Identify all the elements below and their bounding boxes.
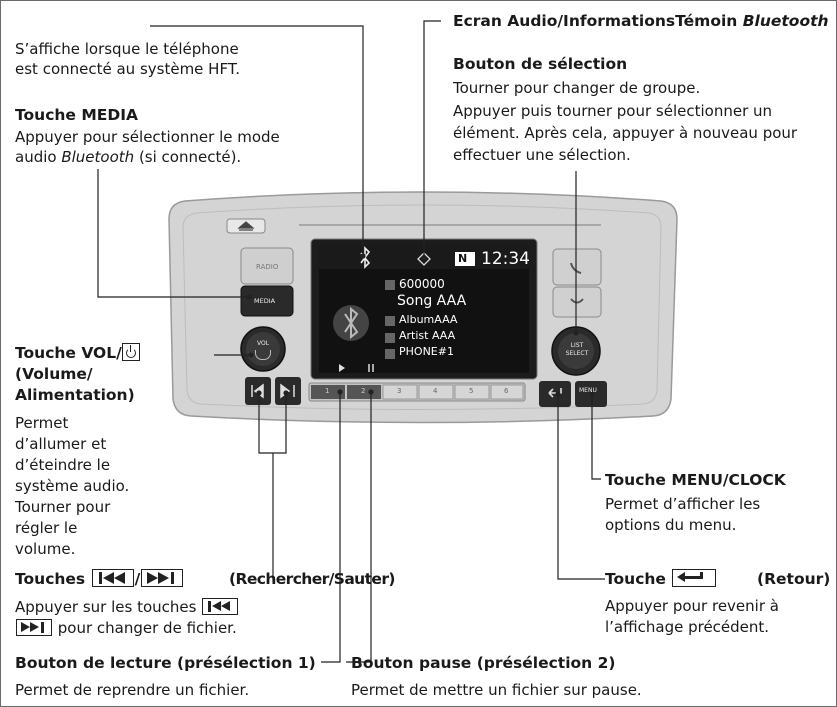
- bt-indicator-desc-2: est connecté au système HFT.: [15, 60, 240, 78]
- preset-4-shape: [418, 384, 454, 400]
- back-title-post: (Retour): [757, 570, 831, 588]
- preset-6-shape: [490, 384, 524, 400]
- leader-bt-indicator: [150, 25, 364, 256]
- screen-phone: PHONE#1: [399, 345, 454, 358]
- back-title: Touche: [605, 569, 717, 589]
- menu-title: Touche MENU/CLOCK: [605, 471, 786, 489]
- bt-indicator-desc-1: S’affiche lorsque le téléphone: [15, 40, 239, 58]
- back-desc-1: Appuyer pour revenir à: [605, 597, 779, 615]
- preset2-desc: Permet de mettre un fichier sur pause.: [351, 681, 642, 699]
- screen-album: AlbumAAA: [399, 313, 458, 326]
- preset1-desc: Permet de reprendre un fichier.: [15, 681, 250, 699]
- leader-preset1: [321, 392, 341, 663]
- menu-desc-2: options du menu.: [605, 516, 737, 534]
- screen-artist: Artist AAA: [399, 329, 456, 342]
- vol-knob-label: VOL: [257, 340, 270, 347]
- selector-desc-4: effectuer une sélection.: [453, 146, 631, 164]
- preset-3-label: 3: [397, 387, 402, 395]
- power-icon: [125, 348, 136, 358]
- media-title: Touche MEDIA: [15, 106, 138, 124]
- media-button-label: MEDIA: [254, 297, 276, 305]
- vol-desc-3: d’éteindre le: [15, 456, 111, 474]
- vol-title-3: Alimentation): [15, 386, 135, 404]
- phone-button: [552, 248, 602, 286]
- seek-forward-title-icon: [141, 569, 184, 587]
- selector-desc-1: Tourner pour changer de groupe.: [453, 79, 701, 97]
- vol-desc-1: Permet: [15, 414, 69, 432]
- vol-desc-2: d’allumer et: [15, 435, 107, 453]
- screen-mode-badge: N: [458, 252, 468, 265]
- preset-3-shape: [382, 384, 418, 400]
- vol-desc-7: volume.: [15, 540, 76, 558]
- preset-5-label: 5: [469, 387, 474, 395]
- seek-back-title-icon: [91, 569, 134, 587]
- vol-desc-4: système audio.: [15, 477, 130, 495]
- leader-back: [557, 394, 605, 580]
- vol-desc-6: régler le: [15, 519, 78, 537]
- bluetooth-icon-large: [344, 306, 359, 340]
- screen-song: Song AAA: [397, 293, 467, 309]
- vol-power-icon: [255, 350, 271, 360]
- back-button-shape: [539, 381, 571, 407]
- play-icon: [339, 364, 345, 372]
- pause-icon-screen: [368, 364, 374, 372]
- vol-title: Touche VOL/: [15, 343, 140, 363]
- leader-media: [97, 169, 249, 298]
- leader-menu: [591, 394, 601, 480]
- leader-screen: [423, 20, 441, 258]
- back-title-icon: [672, 569, 717, 587]
- mode-badge-box: [455, 252, 475, 266]
- radio-button-label: RADIO: [256, 263, 279, 271]
- radio-button: [240, 247, 294, 285]
- hangup-icon: [570, 298, 584, 304]
- preset-1-shape: [311, 385, 345, 399]
- media-desc-2: audio Bluetooth (si connecté).: [15, 148, 242, 166]
- preset-1-label: 1: [325, 387, 330, 395]
- back-arrow-icon: [548, 388, 562, 398]
- unit-bezel-inner: [182, 204, 662, 410]
- seek-desc-2: pour changer de fichier.: [15, 618, 237, 638]
- menu-desc-1: Permet d’afficher les: [605, 495, 761, 513]
- media-button-shape: [240, 285, 294, 317]
- selector-title: Bouton de sélection: [453, 55, 628, 73]
- selector-desc-2: Appuyer puis tourner pour sélectionner u…: [453, 102, 773, 120]
- seek-title: Touches /: [15, 569, 184, 589]
- vol-desc-5: Tourner pour: [15, 498, 111, 516]
- selector-knob-label: LIST SELECT: [565, 342, 589, 357]
- seek-title-post: (Rechercher/Sauter): [229, 570, 395, 588]
- preset-2-label: 2: [361, 387, 366, 395]
- preset-5-shape: [454, 384, 490, 400]
- screen-time: 12:34: [481, 249, 530, 269]
- screen-station: 600000: [399, 277, 445, 291]
- seek-forward-desc-icon: [16, 619, 52, 636]
- media-desc-1: Appuyer pour sélectionner le mode: [15, 128, 280, 146]
- eject-icon: [237, 221, 255, 231]
- vol-title-2: (Volume/: [15, 365, 93, 383]
- seek-back-desc-icon: [202, 598, 239, 615]
- seek-desc-1: Appuyer sur les touches: [15, 597, 239, 617]
- phone-icon: [570, 262, 582, 274]
- signal-icon: [417, 252, 431, 266]
- leader-preset2: [346, 392, 372, 663]
- menu-button-label: MENU: [579, 387, 597, 394]
- power-icon-box: [121, 343, 140, 361]
- back-desc-2: l’affichage précédent.: [605, 618, 770, 636]
- preset-2-shape: [347, 385, 381, 399]
- preset-4-label: 4: [433, 387, 438, 395]
- selector-desc-3: élément. Après cela, appuyer à nouveau p…: [453, 124, 798, 142]
- preset1-title: Bouton de lecture (présélection 1): [15, 654, 316, 672]
- preset2-title: Bouton pause (présélection 2): [351, 654, 616, 672]
- screen-bt-title: Ecran Audio/InformationsTémoin Bluetooth: [453, 12, 829, 30]
- preset-6-label: 6: [504, 387, 509, 395]
